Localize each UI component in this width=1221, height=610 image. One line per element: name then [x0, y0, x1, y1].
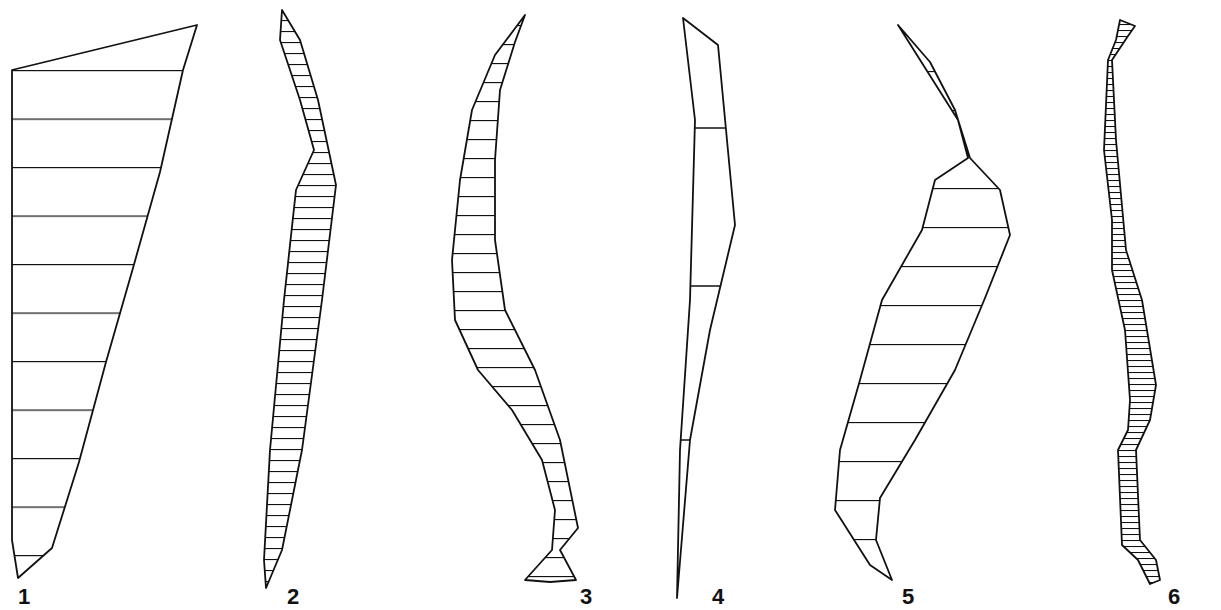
profile-4	[677, 18, 735, 598]
profile-6	[1104, 20, 1160, 584]
profile-5	[835, 25, 1010, 580]
figure-number: 3	[580, 586, 592, 608]
figure-number: 5	[902, 586, 914, 608]
figure-number: 6	[1168, 586, 1180, 608]
profile-2	[264, 10, 336, 588]
figure-number: 4	[712, 586, 724, 608]
figure-number: 2	[287, 586, 299, 608]
profile-1	[12, 25, 197, 578]
profile-3	[452, 15, 578, 582]
figure-number: 1	[18, 586, 30, 608]
